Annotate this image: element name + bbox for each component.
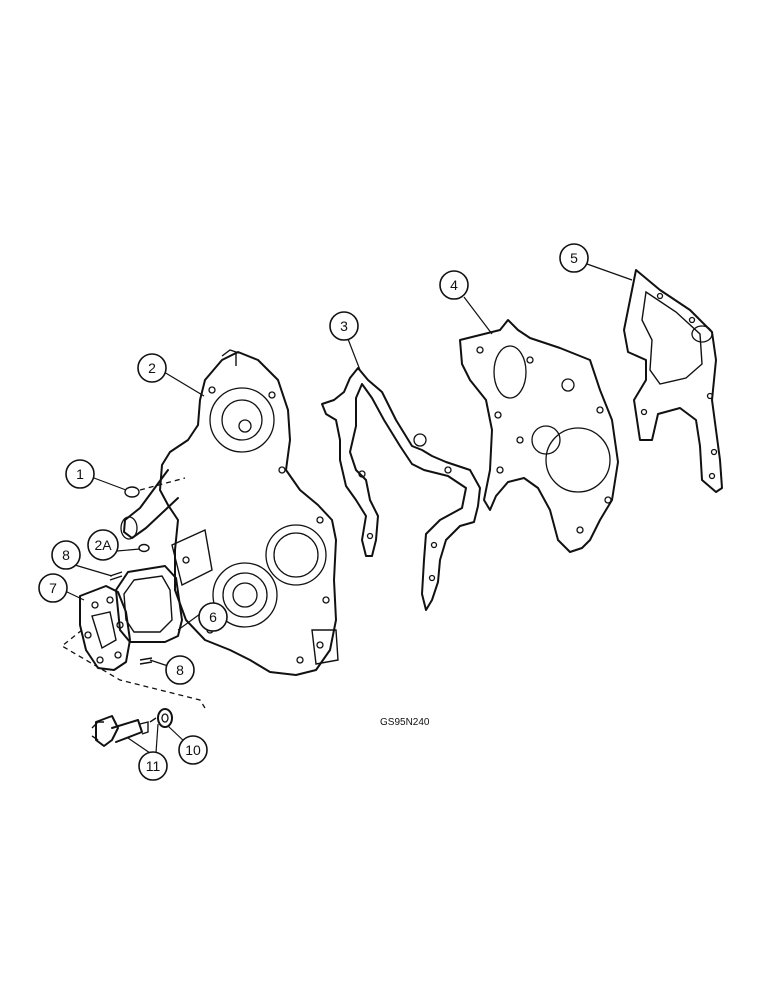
leader-6 [177, 613, 201, 631]
leader-11a [127, 737, 151, 754]
callout-2a: 2A [87, 529, 119, 561]
callout-8-lower: 8 [165, 655, 195, 685]
callout-10-label: 10 [185, 742, 201, 758]
leader-3 [347, 338, 361, 371]
callout-4: 4 [439, 270, 469, 300]
small-plug-part [138, 543, 150, 553]
callout-10: 10 [178, 735, 208, 765]
assembly-dashed-path [60, 629, 206, 709]
pump-gasket [115, 565, 183, 643]
leader-4 [463, 296, 493, 335]
dowel-pins [109, 571, 153, 665]
callout-3-label: 3 [340, 318, 348, 334]
figure-reference-code: GS95N240 [380, 717, 430, 728]
leader-8b [149, 659, 169, 667]
callout-8-upper: 8 [51, 540, 81, 570]
callout-2a-label: 2A [94, 537, 112, 553]
callout-3: 3 [329, 311, 359, 341]
callout-7: 7 [38, 573, 68, 603]
callout-1-label: 1 [76, 466, 84, 482]
callout-1: 1 [65, 459, 95, 489]
callout-7-label: 7 [49, 580, 57, 596]
callout-2-label: 2 [148, 360, 156, 376]
callout-4-label: 4 [450, 277, 458, 293]
leader-5 [586, 263, 633, 281]
callout-6: 6 [198, 602, 228, 632]
cover-plate [79, 585, 131, 671]
callout-2: 2 [137, 353, 167, 383]
leader-2a [116, 548, 141, 552]
plug-part [124, 477, 186, 498]
cover-gasket [321, 367, 481, 611]
leader-2 [163, 371, 205, 397]
timing-cover-housing [120, 349, 339, 676]
callout-5: 5 [559, 243, 589, 273]
washer-part [149, 708, 173, 728]
callout-11: 11 [138, 751, 168, 781]
leader-11b [155, 723, 159, 754]
sensor-fitting [91, 715, 149, 747]
leader-1 [93, 477, 127, 491]
leader-7 [64, 590, 85, 601]
callout-8-lower-label: 8 [176, 662, 184, 678]
callout-6-label: 6 [209, 609, 217, 625]
callout-5-label: 5 [570, 250, 578, 266]
front-plate-gasket [459, 319, 619, 553]
callout-11-label: 11 [146, 758, 161, 774]
rear-gasket [623, 269, 723, 493]
callout-8-upper-label: 8 [62, 547, 70, 563]
